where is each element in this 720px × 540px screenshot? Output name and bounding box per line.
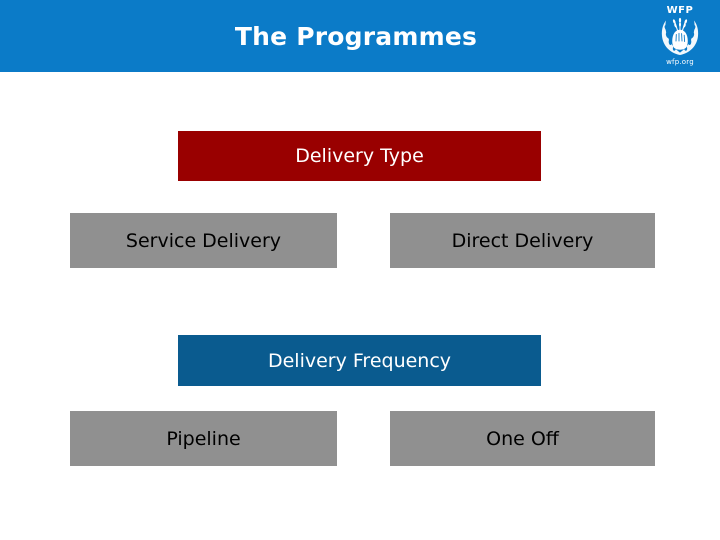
one-off-block: One Off xyxy=(390,411,655,466)
wfp-url-text: wfp.org xyxy=(666,58,694,66)
wfp-logo: WFP xyxy=(648,0,712,72)
header-banner xyxy=(0,0,720,72)
direct-delivery-block: Direct Delivery xyxy=(390,213,655,268)
wfp-wreath-hand-emblem xyxy=(661,17,699,55)
service-delivery-block: Service Delivery xyxy=(70,213,337,268)
pipeline-block: Pipeline xyxy=(70,411,337,466)
delivery-frequency-header-block: Delivery Frequency xyxy=(178,335,541,386)
wfp-wordmark-text: WFP xyxy=(666,5,694,16)
page-title: The Programmes xyxy=(234,21,478,51)
delivery-type-header-block: Delivery Type xyxy=(178,131,541,181)
